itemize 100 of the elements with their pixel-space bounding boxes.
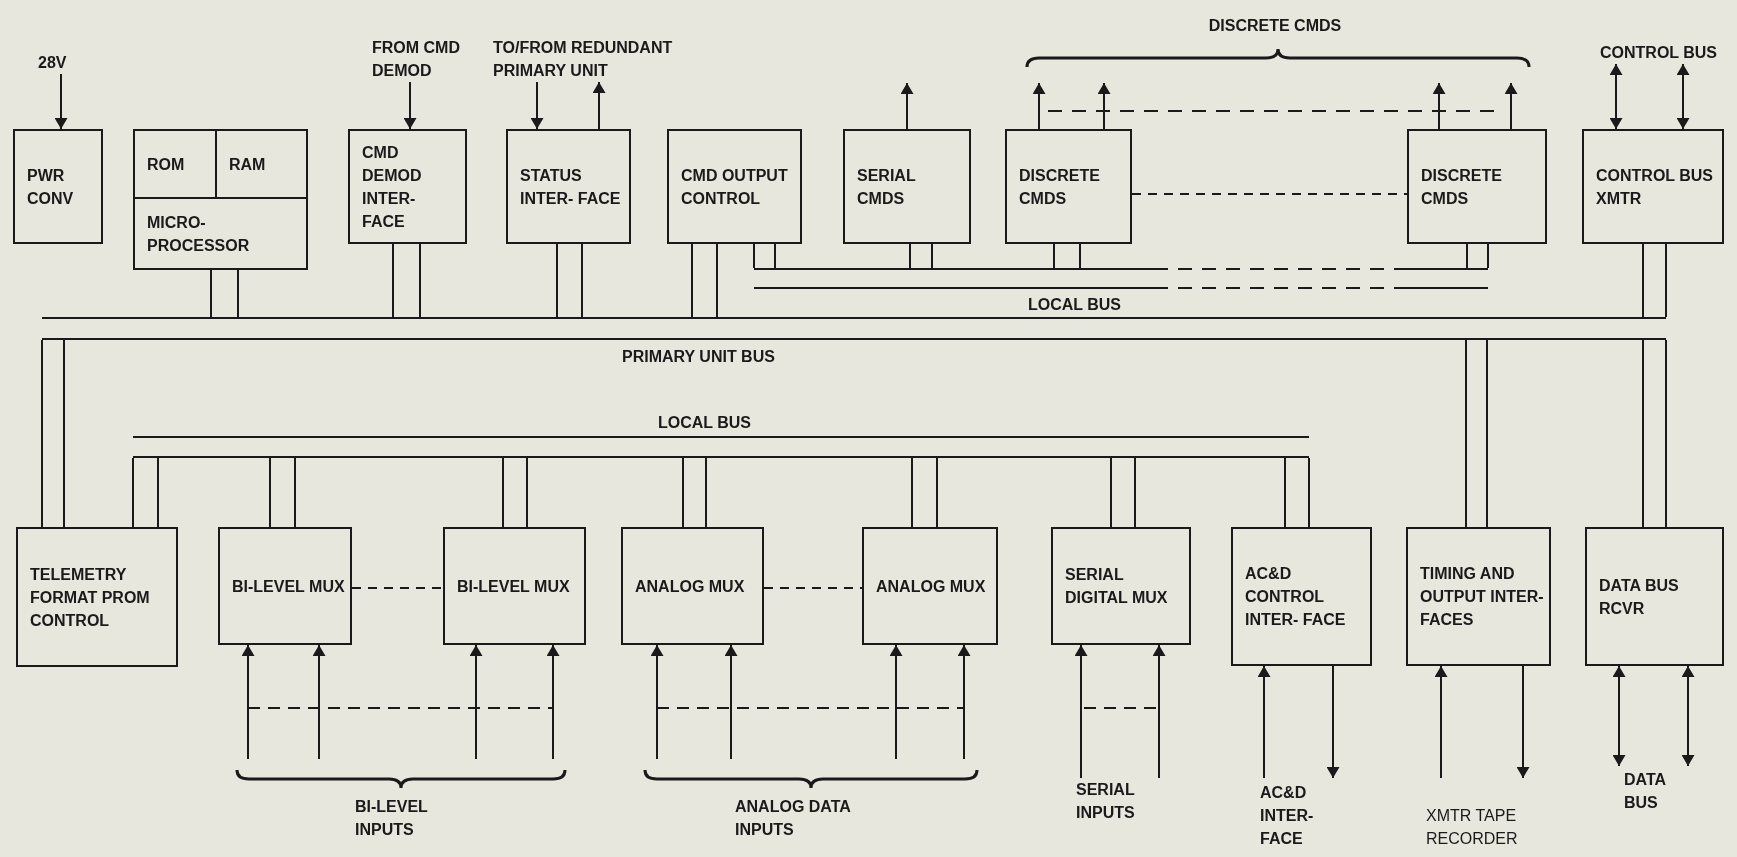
arrow — [1682, 665, 1694, 767]
arrow — [1327, 665, 1339, 779]
bus-wire-pair — [1284, 457, 1310, 528]
block-label: ROM — [147, 154, 186, 175]
bus-wire-pair — [1642, 339, 1667, 528]
arrow — [547, 644, 559, 760]
block-label: STATUS INTER- FACE — [520, 165, 622, 209]
function-block — [506, 129, 631, 244]
arrow — [1098, 82, 1110, 130]
block-label: CMD DEMOD INTER- FACE — [362, 142, 423, 232]
signal-label: SERIAL INPUTS — [1076, 780, 1136, 823]
arrow — [404, 81, 416, 130]
group-label: DISCRETE CMDS — [1207, 16, 1343, 36]
function-block — [218, 527, 352, 645]
block-label: TELEMETRY FORMAT PROM CONTROL — [30, 564, 151, 631]
arrow — [1258, 665, 1270, 779]
arrow — [1433, 82, 1445, 130]
bus-label: LOCAL BUS — [658, 413, 752, 433]
block-label: PWR CONV — [27, 165, 75, 209]
bus-wire-pair — [1053, 243, 1081, 269]
bus-wire-pair — [1465, 339, 1488, 528]
bus-wire-pair — [753, 243, 776, 269]
group-label: BI-LEVEL INPUTS — [355, 797, 429, 840]
bus-wire-pair — [1110, 457, 1136, 528]
module-box — [133, 129, 308, 270]
block-label: ANALOG MUX — [876, 576, 987, 597]
function-block — [843, 129, 971, 244]
function-block — [1231, 527, 1372, 666]
block-label: ANALOG MUX — [635, 576, 746, 597]
function-block — [621, 527, 764, 645]
arrow — [1677, 63, 1689, 130]
bus-wire-pair — [502, 457, 528, 528]
bus-wire-pair — [132, 457, 159, 528]
dashed-connector — [351, 587, 444, 589]
block-label: DISCRETE CMDS — [1421, 165, 1503, 209]
function-block — [443, 527, 586, 645]
bus-wire-pair — [1642, 243, 1667, 318]
function-block — [1585, 527, 1724, 666]
block-label: RAM — [229, 154, 267, 175]
arrow — [1517, 665, 1529, 779]
arrow — [958, 644, 970, 760]
arrow — [1505, 82, 1517, 130]
block-label: MICRO- PROCESSOR — [147, 212, 251, 256]
signal-label: CONTROL BUS — [1600, 43, 1718, 63]
block-label: AC&D CONTROL INTER- FACE — [1245, 564, 1347, 630]
block-label: BI-LEVEL MUX — [457, 576, 571, 597]
bus-wire-pair — [1466, 243, 1489, 269]
arrow — [725, 644, 737, 760]
bus-wire-pair — [911, 457, 938, 528]
block-label: SERIAL CMDS — [857, 165, 917, 209]
dashed-connector — [763, 587, 863, 589]
function-block — [1582, 129, 1724, 244]
dashed-connector — [1131, 193, 1408, 195]
arrow — [651, 644, 663, 760]
arrow — [1153, 644, 1165, 779]
bus-label: LOCAL BUS — [1028, 295, 1122, 315]
function-block — [1005, 129, 1132, 244]
function-block — [1406, 527, 1551, 666]
block-label: DISCRETE CMDS — [1019, 165, 1101, 209]
arrow — [470, 644, 482, 760]
block-label: DATA BUS RCVR — [1599, 575, 1680, 619]
bus-wire-pair — [269, 457, 296, 528]
arrow — [531, 81, 543, 130]
block-label: CMD OUTPUT CONTROL — [681, 165, 789, 209]
function-block — [667, 129, 802, 244]
function-block — [862, 527, 998, 645]
function-block — [1407, 129, 1547, 244]
bus-wire-pair — [392, 243, 421, 318]
function-block — [16, 527, 178, 667]
arrow — [55, 73, 67, 130]
function-block — [13, 129, 103, 244]
arrow — [1075, 644, 1087, 779]
bus-wire-pair — [556, 243, 583, 318]
function-block — [1051, 527, 1191, 645]
signal-label: AC&D INTER- FACE — [1260, 783, 1315, 849]
arrow — [901, 82, 913, 130]
bus-wire-pair — [909, 243, 933, 269]
bus-label: PRIMARY UNIT BUS — [622, 347, 775, 367]
signal-label: FROM CMD DEMOD — [372, 38, 461, 81]
arrow — [242, 644, 254, 760]
arrow — [1435, 665, 1447, 779]
bus-wire-pair — [41, 339, 65, 528]
block-label: TIMING AND OUTPUT INTER- FACES — [1420, 564, 1545, 630]
signal-label: TO/FROM REDUNDANT PRIMARY UNIT — [493, 38, 673, 81]
bus-wire-pair — [682, 457, 707, 528]
bus-wire-pair — [691, 243, 718, 318]
arrow — [313, 644, 325, 760]
function-block — [348, 129, 467, 244]
arrow — [1033, 82, 1045, 130]
block-label: CONTROL BUS XMTR — [1596, 165, 1715, 209]
signal-label: DATA BUS — [1624, 770, 1667, 813]
arrow — [890, 644, 902, 760]
function-block — [135, 131, 217, 199]
signal-label: XMTR TAPE RECORDER — [1426, 806, 1519, 849]
block-label: BI-LEVEL MUX — [232, 576, 346, 597]
arrow — [1610, 63, 1622, 130]
arrow — [593, 81, 605, 130]
block-label: SERIAL DIGITAL MUX — [1065, 565, 1169, 608]
group-label: ANALOG DATA INPUTS — [735, 797, 852, 840]
arrow — [1613, 665, 1625, 767]
